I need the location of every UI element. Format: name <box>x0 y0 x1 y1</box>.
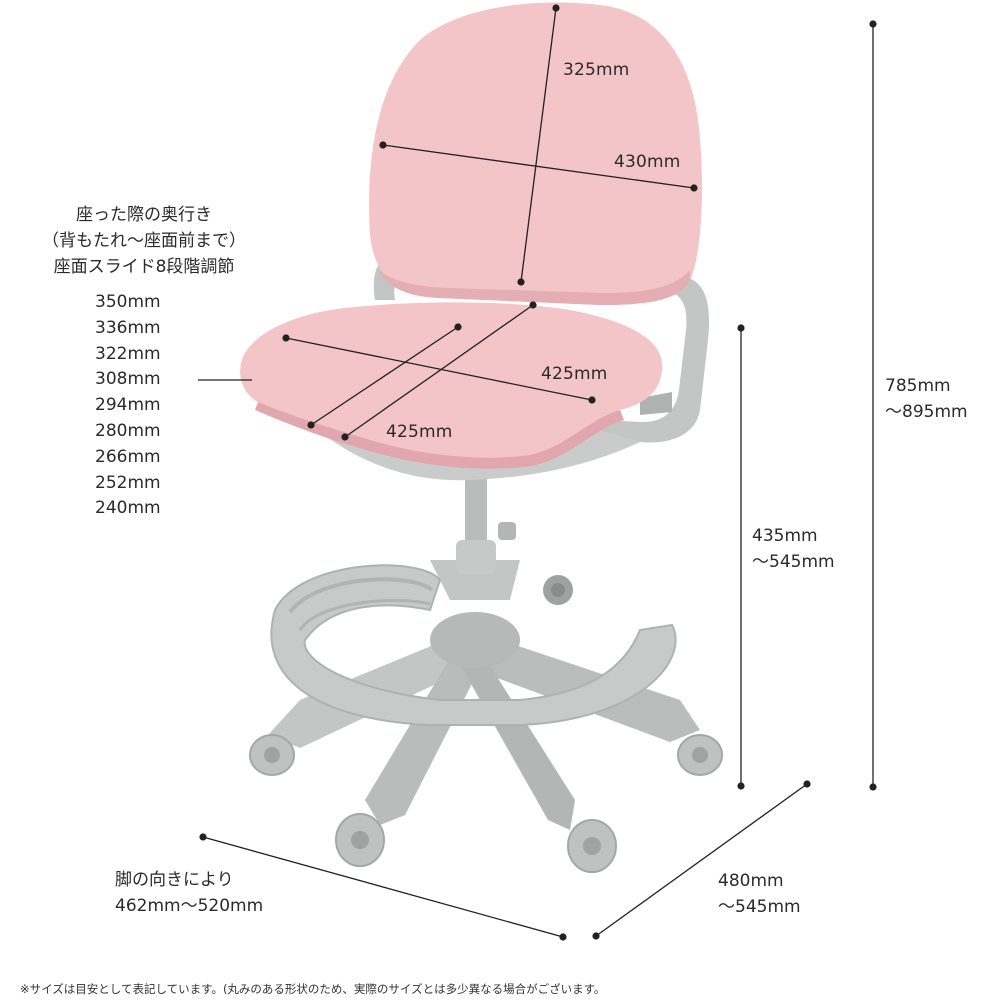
seat-slide-value: 308mm <box>95 369 161 390</box>
seat-slide-title-line1: 座った際の奥行き <box>76 205 212 225</box>
base-depth-label: 480mm ～545mm <box>718 868 801 920</box>
chair-base <box>249 470 723 873</box>
seat-height-label: 435mm ～545mm <box>752 523 835 575</box>
seat-height-max: ～545mm <box>752 552 835 572</box>
total-height-label: 785mm ～895mm <box>885 373 968 425</box>
seat-slide-values: 350mm 336mm 322mm 308mm 294mm 280mm 266m… <box>95 290 161 522</box>
seat-slide-value: 280mm <box>95 420 161 441</box>
seat-slide-title-line2: （背もたれ～座面前まで） <box>42 231 246 251</box>
seat-slide-title-line3: 座面スライド8段階調節 <box>53 257 235 277</box>
base-depth-max: ～545mm <box>718 897 801 917</box>
base-width-value: 462mm～520mm <box>115 896 264 916</box>
dimension-lines <box>198 7 874 938</box>
seat-height-min: 435mm <box>752 526 818 546</box>
base-width-label: 脚の向きにより 462mm～520mm <box>115 867 263 919</box>
total-height-min: 785mm <box>885 376 951 396</box>
seat-width-label: 425mm <box>541 364 608 384</box>
seat-slide-value: 252mm <box>95 472 161 493</box>
seat-slide-title: 座った際の奥行き （背もたれ～座面前まで） 座面スライド8段階調節 <box>14 202 274 280</box>
base-width-note: 脚の向きにより <box>115 870 234 890</box>
seat-slide-value: 240mm <box>95 498 161 519</box>
backrest-width-label: 430mm <box>614 152 681 172</box>
seat-slide-value: 350mm <box>95 292 161 312</box>
size-footnote: ※サイズは目安として表記しています。(丸みのある形状のため、実際のサイズとは多少… <box>20 982 606 996</box>
seat-slide-value: 266mm <box>95 446 161 467</box>
backrest-height-label: 325mm <box>563 60 630 80</box>
chair-backrest <box>369 2 702 305</box>
chair-seat <box>240 302 663 481</box>
seat-slide-value: 336mm <box>95 317 161 338</box>
base-depth-min: 480mm <box>718 871 784 891</box>
seat-slide-value: 322mm <box>95 343 161 364</box>
total-height-max: ～895mm <box>885 402 968 422</box>
dimension-endpoints <box>199 4 877 941</box>
seat-depth-label: 425mm <box>386 422 453 442</box>
seat-slide-value: 294mm <box>95 395 161 416</box>
